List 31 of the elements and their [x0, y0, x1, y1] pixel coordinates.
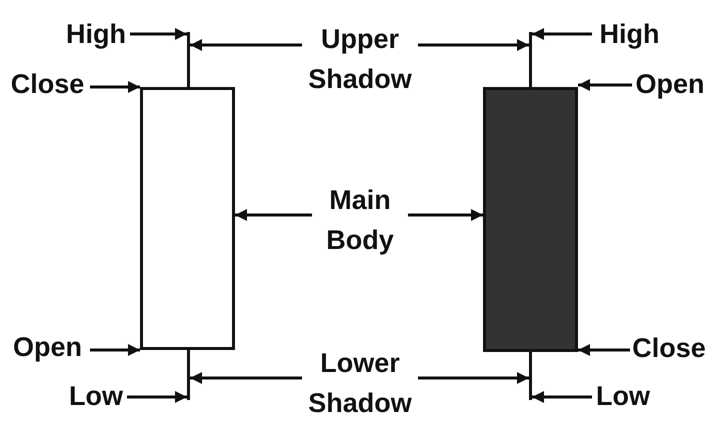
arrow: [190, 372, 302, 384]
candle-body: [483, 87, 578, 352]
candle-body: [140, 87, 235, 350]
arrow: [418, 39, 529, 51]
arrow: [578, 79, 632, 91]
arrow: [90, 81, 140, 93]
wick-line: [187, 32, 190, 87]
wick-line: [529, 352, 532, 400]
arrow: [190, 39, 302, 51]
candle-label: Lower Shadow: [302, 338, 418, 427]
candle-label: High: [592, 14, 667, 54]
candle-label: High: [62, 14, 130, 54]
candle-label: Low: [592, 376, 654, 416]
candle-label: Open: [5, 327, 90, 367]
arrow: [532, 391, 592, 403]
wick-line: [187, 350, 190, 400]
candle-label: Close: [630, 328, 708, 368]
arrow: [90, 344, 140, 356]
arrow: [130, 28, 187, 40]
arrow: [408, 209, 483, 221]
arrow: [127, 391, 187, 403]
arrow: [418, 372, 529, 384]
arrow: [578, 344, 630, 356]
wick-line: [529, 32, 532, 87]
candle-label: Low: [65, 376, 127, 416]
arrow: [532, 28, 592, 40]
candle-label: Close: [5, 64, 90, 104]
candle-label: Main Body: [312, 172, 408, 268]
candle-label: Upper Shadow: [302, 14, 418, 104]
arrow: [235, 209, 312, 221]
candle-label: Open: [632, 64, 708, 104]
